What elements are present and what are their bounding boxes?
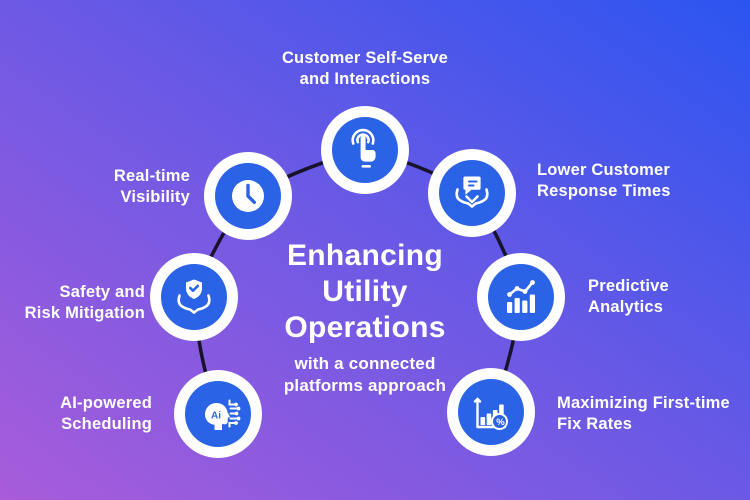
- node-ai-powered-scheduling: Ai: [174, 370, 262, 458]
- node-maximizing-first-time-fix-rates-disc: %: [458, 379, 524, 445]
- label-customer-self-serve: Customer Self-Serve and Interactions: [281, 49, 449, 89]
- page-subtitle: with a connected platforms approach: [283, 354, 447, 396]
- node-maximizing-first-time-fix-rates: %: [447, 368, 535, 456]
- label-safety-and-risk-mitigation: Safety and Risk Mitigation: [24, 283, 145, 323]
- label-predictive-analytics: Predictive Analytics: [588, 277, 669, 317]
- tap-icon: [351, 128, 376, 168]
- label-lower-customer-response-times: Lower Customer Response Times: [537, 161, 671, 201]
- page-title: Enhancing Utility Operations: [284, 239, 446, 344]
- node-real-time-visibility-disc: [215, 163, 281, 229]
- node-safety-and-risk-mitigation: [150, 253, 238, 341]
- label-maximizing-first-time-fix-rates: Maximizing First-time Fix Rates: [557, 394, 730, 434]
- node-real-time-visibility: [204, 152, 292, 240]
- hands-message-icon: [455, 176, 489, 208]
- node-safety-and-risk-mitigation-disc: [161, 264, 227, 330]
- bar-chart-percent-icon: %: [473, 397, 508, 430]
- label-ai-powered-scheduling: AI-powered Scheduling: [60, 394, 152, 434]
- node-predictive-analytics-disc: [488, 264, 554, 330]
- center-title: Enhancing Utility Operations with a conn…: [215, 238, 515, 397]
- node-predictive-analytics: [477, 253, 565, 341]
- node-lower-customer-response-times: [428, 149, 516, 237]
- clock-icon: [232, 180, 264, 212]
- percent-icon-text: %: [496, 417, 505, 428]
- ai-head-icon: Ai: [205, 399, 241, 430]
- trend-bar-chart-icon: [507, 280, 535, 313]
- label-real-time-visibility: Real-time Visibility: [113, 167, 190, 207]
- ai-icon-text: Ai: [211, 411, 221, 422]
- node-customer-self-serve: [321, 106, 409, 194]
- node-customer-self-serve-disc: [332, 117, 398, 183]
- node-ai-powered-scheduling-disc: Ai: [185, 381, 251, 447]
- node-lower-customer-response-times-disc: [439, 160, 505, 226]
- shield-hands-icon: [177, 279, 211, 314]
